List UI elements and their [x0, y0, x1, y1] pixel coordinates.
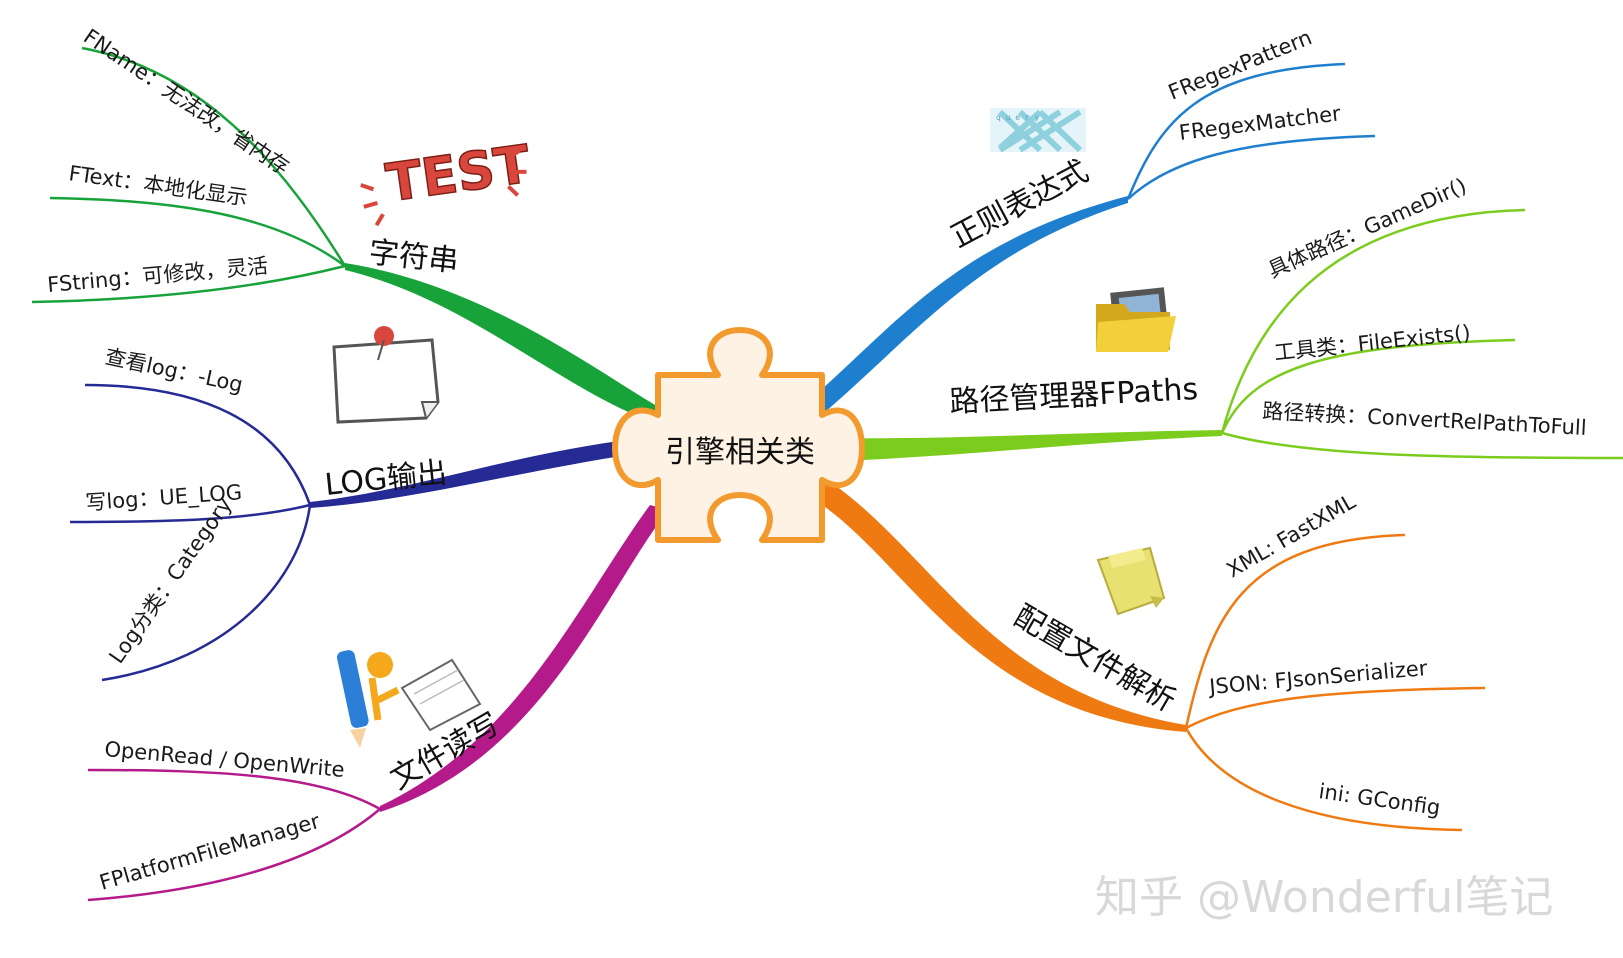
- branch-line-file: [380, 505, 668, 812]
- branch-label-paths[interactable]: 路径管理器FPaths: [949, 372, 1199, 420]
- leaf-paths-gamedir[interactable]: 具体路径：GameDir(): [1264, 173, 1470, 282]
- svg-text:q u e r y: q u e r y: [996, 113, 1040, 122]
- leaf-log-view[interactable]: 查看log：-Log: [103, 344, 245, 397]
- folder-icon: [1096, 287, 1176, 352]
- leaf-lines-file: [87, 768, 381, 902]
- puzzle-piece-icon: [612, 327, 865, 543]
- test-sticker-icon: TEST: [360, 134, 535, 227]
- branch-line-string: [345, 263, 660, 425]
- leaf-config-json[interactable]: JSON: FJsonSerializer: [1206, 656, 1428, 699]
- svg-text:TEST: TEST: [383, 135, 534, 215]
- leaf-lines-config: [1184, 533, 1486, 832]
- branch-line-log: [310, 436, 660, 508]
- leaf-lines-paths: [1220, 208, 1623, 460]
- leaf-paths-convert[interactable]: 路径转换：ConvertRelPathToFull: [1262, 399, 1587, 440]
- sticky-note-icon: [1096, 546, 1166, 616]
- center-node[interactable]: 引擎相关类: [612, 327, 865, 543]
- pinned-note-icon: [332, 326, 440, 424]
- branch-label-log[interactable]: LOG输出: [323, 455, 449, 503]
- pencil-person-icon: [336, 650, 482, 748]
- leaf-string-fname[interactable]: FName：无法改，省内存: [79, 24, 293, 179]
- leaf-log-category[interactable]: Log分类：Category: [104, 493, 236, 668]
- center-label: 引擎相关类: [665, 435, 815, 470]
- leaf-config-xml[interactable]: XML: FastXML: [1223, 489, 1360, 582]
- leaf-lines-string: [31, 46, 347, 304]
- query-pattern-icon: q u e r y: [990, 108, 1086, 153]
- leaf-paths-fileexists[interactable]: 工具类：FileExists(): [1273, 320, 1472, 364]
- leaf-lines-log: [69, 383, 312, 682]
- leaf-file-manager[interactable]: FPlatformFileManager: [97, 809, 323, 895]
- branch-line-regex: [812, 196, 1128, 412]
- leaf-file-openrw[interactable]: OpenRead / OpenWrite: [104, 737, 346, 782]
- leaf-string-fstring[interactable]: FString：可修改，灵活: [46, 254, 269, 297]
- leaf-string-ftext[interactable]: FText：本地化显示: [67, 161, 249, 210]
- leaf-regex-pattern[interactable]: FRegexPattern: [1165, 25, 1315, 104]
- branch-line-paths: [812, 430, 1222, 462]
- watermark: 知乎 @Wonderful笔记: [1095, 872, 1553, 923]
- leaf-config-ini[interactable]: ini: GConfig: [1317, 779, 1442, 820]
- leaf-lines-regex: [1126, 62, 1376, 200]
